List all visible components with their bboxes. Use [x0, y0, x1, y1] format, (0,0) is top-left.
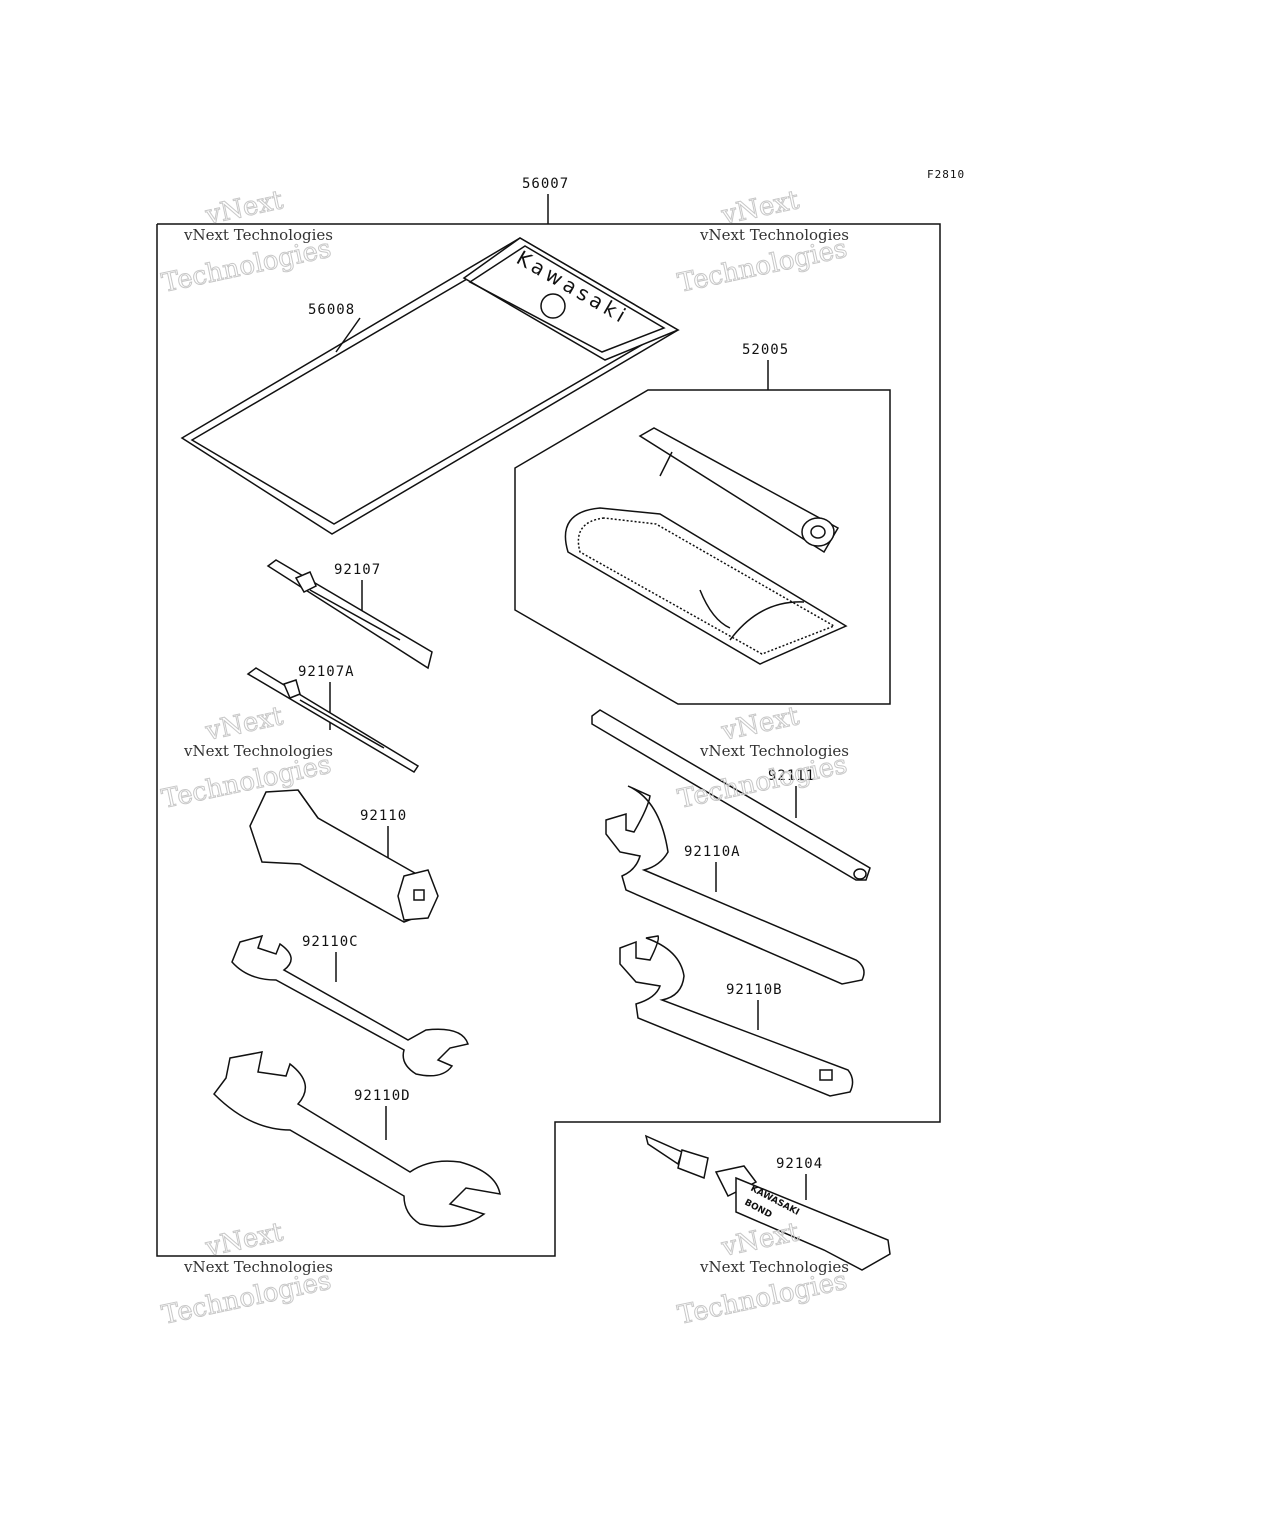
hook-spanner-b [619, 935, 854, 1097]
hook-spanner-a [605, 785, 865, 985]
svg-text:vNext Technologies: vNext Technologies [699, 742, 849, 760]
tool-pouch: Kawasaki [180, 237, 680, 535]
pump-kit-outline [514, 389, 891, 705]
screwdriver-bit-a [246, 667, 420, 774]
handle-bar [591, 709, 871, 881]
spark-plug-wrench [249, 789, 439, 923]
watermark-mid-right: vNext vNext Technologies Technologies [675, 701, 851, 816]
leader-56008 [335, 317, 361, 353]
watermark-bottom-left: vNext vNext Technologies Technologies [159, 1217, 335, 1332]
svg-text:vNext Technologies: vNext Technologies [699, 226, 849, 244]
open-end-wrench-d [213, 1051, 501, 1228]
label-92110c: 92110C [302, 934, 359, 950]
tube-patch-bag [564, 507, 848, 665]
watermark-top-right: vNext vNext Technologies Technologies [675, 185, 851, 300]
svg-text:vNext: vNext [718, 1217, 802, 1263]
svg-text:vNext: vNext [202, 701, 286, 747]
svg-text:vNext: vNext [718, 701, 802, 747]
svg-text:vNext Technologies: vNext Technologies [183, 226, 333, 244]
label-92110: 92110 [360, 808, 407, 824]
svg-text:vNext Technologies: vNext Technologies [183, 1258, 333, 1276]
label-92107a: 92107A [298, 664, 355, 680]
figure-code: F2810 [927, 168, 965, 181]
screwdriver-bit [266, 559, 433, 670]
watermark-top-left: vNext vNext Technologies Technologies [159, 185, 335, 300]
watermark-mid-left: vNext vNext Technologies Technologies [159, 701, 335, 816]
open-end-wrench-c [231, 934, 469, 1077]
kit-outline [156, 223, 941, 1257]
air-pump [638, 427, 840, 554]
label-92111: 92111 [768, 768, 815, 784]
label-56008: 56008 [308, 302, 355, 318]
svg-text:vNext Technologies: vNext Technologies [183, 742, 333, 760]
label-56007: 56007 [522, 176, 569, 192]
snap-button-icon [540, 293, 566, 319]
label-52005: 52005 [742, 342, 789, 358]
label-92104: 92104 [776, 1156, 823, 1172]
label-92110d: 92110D [354, 1088, 411, 1104]
svg-text:vNext Technologies: vNext Technologies [699, 1258, 849, 1276]
label-92110a: 92110A [684, 844, 741, 860]
label-92110b: 92110B [726, 982, 783, 998]
label-92107: 92107 [334, 562, 381, 578]
